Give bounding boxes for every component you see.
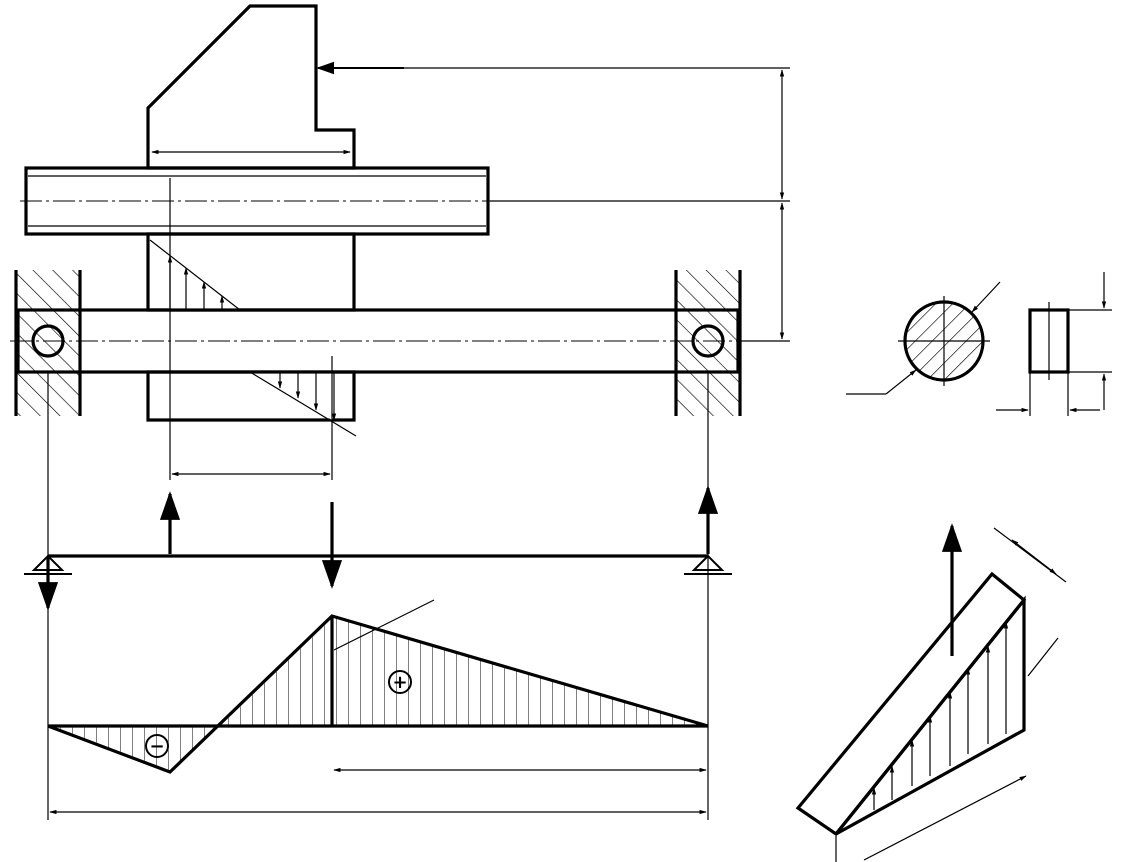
- positive-sign: +: [392, 672, 407, 693]
- upper-block: [146, 4, 356, 170]
- round-section: [846, 281, 1001, 395]
- left-wall: [14, 270, 82, 416]
- right-wall: [674, 270, 742, 416]
- beam-scheme: [24, 372, 732, 820]
- leader-line: [333, 599, 435, 651]
- lower-block: [146, 232, 357, 437]
- shaft: [20, 166, 500, 236]
- positive-sign-icon: [388, 670, 412, 694]
- moment-diagram: + −: [47, 599, 709, 815]
- pinned-bar: [10, 308, 748, 374]
- negative-sign-icon: [145, 734, 169, 758]
- vertical-dimensions: [316, 61, 790, 342]
- left-pin-icon: [31, 324, 65, 358]
- inclined-element: [795, 523, 1067, 862]
- right-pin-icon: [691, 324, 725, 358]
- label-blank: [238, 112, 290, 146]
- negative-sign: −: [149, 736, 164, 757]
- rect-section: [996, 272, 1112, 416]
